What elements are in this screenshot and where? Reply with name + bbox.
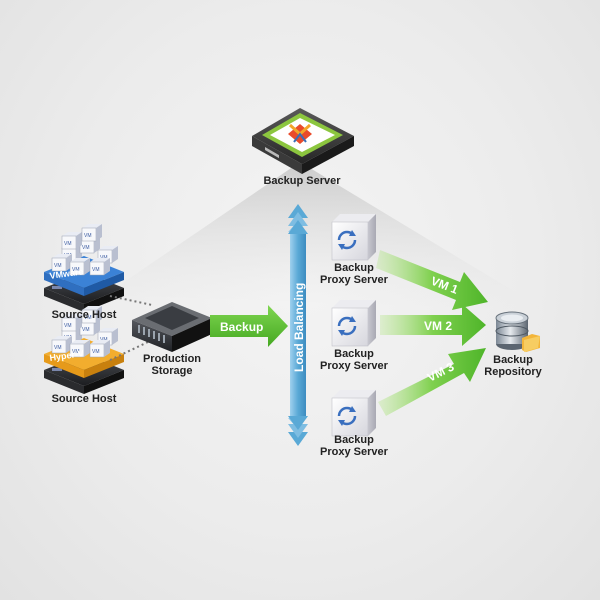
- proxy-server-2-icon: [331, 300, 376, 347]
- vm1-arrow: [376, 250, 488, 310]
- proxy-server-3-icon: [331, 390, 376, 437]
- hyperv-vm-block-8: VM: [81, 306, 102, 324]
- hyperv-vm-block-7: VM: [61, 314, 82, 332]
- production-storage-label-line1: Production: [142, 353, 202, 365]
- vmware-vm-block-4-tag: VM: [54, 263, 62, 269]
- backup-arrow: [210, 305, 288, 347]
- proxy-server-2-label-line2: Proxy Server: [320, 360, 388, 372]
- vmware-vm-block-6: VM: [89, 258, 110, 276]
- hyperv-vm-block-5: VM: [69, 340, 90, 358]
- vmware-vm-block-6-tag: VM: [92, 267, 100, 273]
- backup-server-label: Backup Server: [263, 175, 341, 187]
- hyperv-vm-block-2-tag: VM: [82, 327, 90, 333]
- production-storage-icon: [132, 302, 212, 352]
- proxy-server-1-label-line2: Proxy Server: [320, 274, 388, 286]
- proxy-server-3-label-line2: Proxy Server: [320, 446, 388, 458]
- hyperv-vm-block-4: VM: [51, 336, 72, 354]
- load-balancing-label: Load Balancing: [292, 283, 306, 372]
- hyperv-vm-block-4-tag: VM: [54, 345, 62, 351]
- hyperv-to-storage-connector: [109, 341, 149, 361]
- production-storage-label-line2: Storage: [151, 365, 193, 377]
- load-balancing-arrow: [288, 204, 308, 446]
- hyperv-vm-block-7-tag: VM: [64, 323, 72, 329]
- hyperv-vm-block-5-tag: VM: [72, 349, 80, 355]
- vm2-arrow: [380, 304, 486, 346]
- proxy-server-3-label: Backup Proxy Server: [312, 434, 396, 458]
- backup-repository-label-line2: Repository: [484, 366, 542, 378]
- vm3-arrow: [378, 348, 486, 416]
- backup-repository-label-line1: Backup: [493, 354, 533, 366]
- backup-arrow-label: Backup: [220, 320, 263, 334]
- production-storage-label: Production Storage: [130, 353, 214, 377]
- vm2-arrow-label: VM 2: [424, 319, 452, 333]
- backup-repository-label: Backup Repository: [474, 354, 552, 378]
- hyperv-vm-blocks: VMVMVMVMVMVMVMVM: [51, 306, 118, 358]
- proxy-server-1-icon: [331, 214, 376, 261]
- proxy-server-1-label: Backup Proxy Server: [312, 262, 396, 286]
- vmware-vm-block-7: VM: [61, 232, 82, 250]
- proxy-server-2-label: Backup Proxy Server: [312, 348, 396, 372]
- hyperv-vm-block-6-tag: VM: [92, 349, 100, 355]
- vmware-vm-block-8: VM: [81, 224, 102, 242]
- vmware-vm-block-5-tag: VM: [72, 267, 80, 273]
- proxy-server-2-label-line1: Backup: [334, 348, 374, 360]
- vmware-vm-block-7-tag: VM: [64, 241, 72, 247]
- vmware-vm-block-2-tag: VM: [82, 245, 90, 251]
- proxy-server-3-label-line1: Backup: [334, 434, 374, 446]
- vmware-badge: VMware: [49, 266, 84, 281]
- hyperv-vm-block-8-tag: VM: [84, 315, 92, 321]
- vmware-vm-blocks: VMVMVMVMVMVMVMVM: [51, 224, 118, 276]
- vmware-to-storage-connector: [109, 295, 153, 306]
- backup-repository-icon: [495, 311, 540, 352]
- vmware-vm-block-8-tag: VM: [84, 233, 92, 239]
- backup-server-icon: [252, 108, 354, 174]
- hyperv-source-host-label: Source Host: [51, 393, 117, 405]
- vmware-vm-block-5: VM: [69, 258, 90, 276]
- proxy-server-1-label-line1: Backup: [334, 262, 374, 274]
- hyperv-badge: Hyper-V: [49, 348, 85, 363]
- hyperv-vm-block-6: VM: [89, 340, 110, 358]
- vmware-source-host-label: Source Host: [51, 309, 117, 321]
